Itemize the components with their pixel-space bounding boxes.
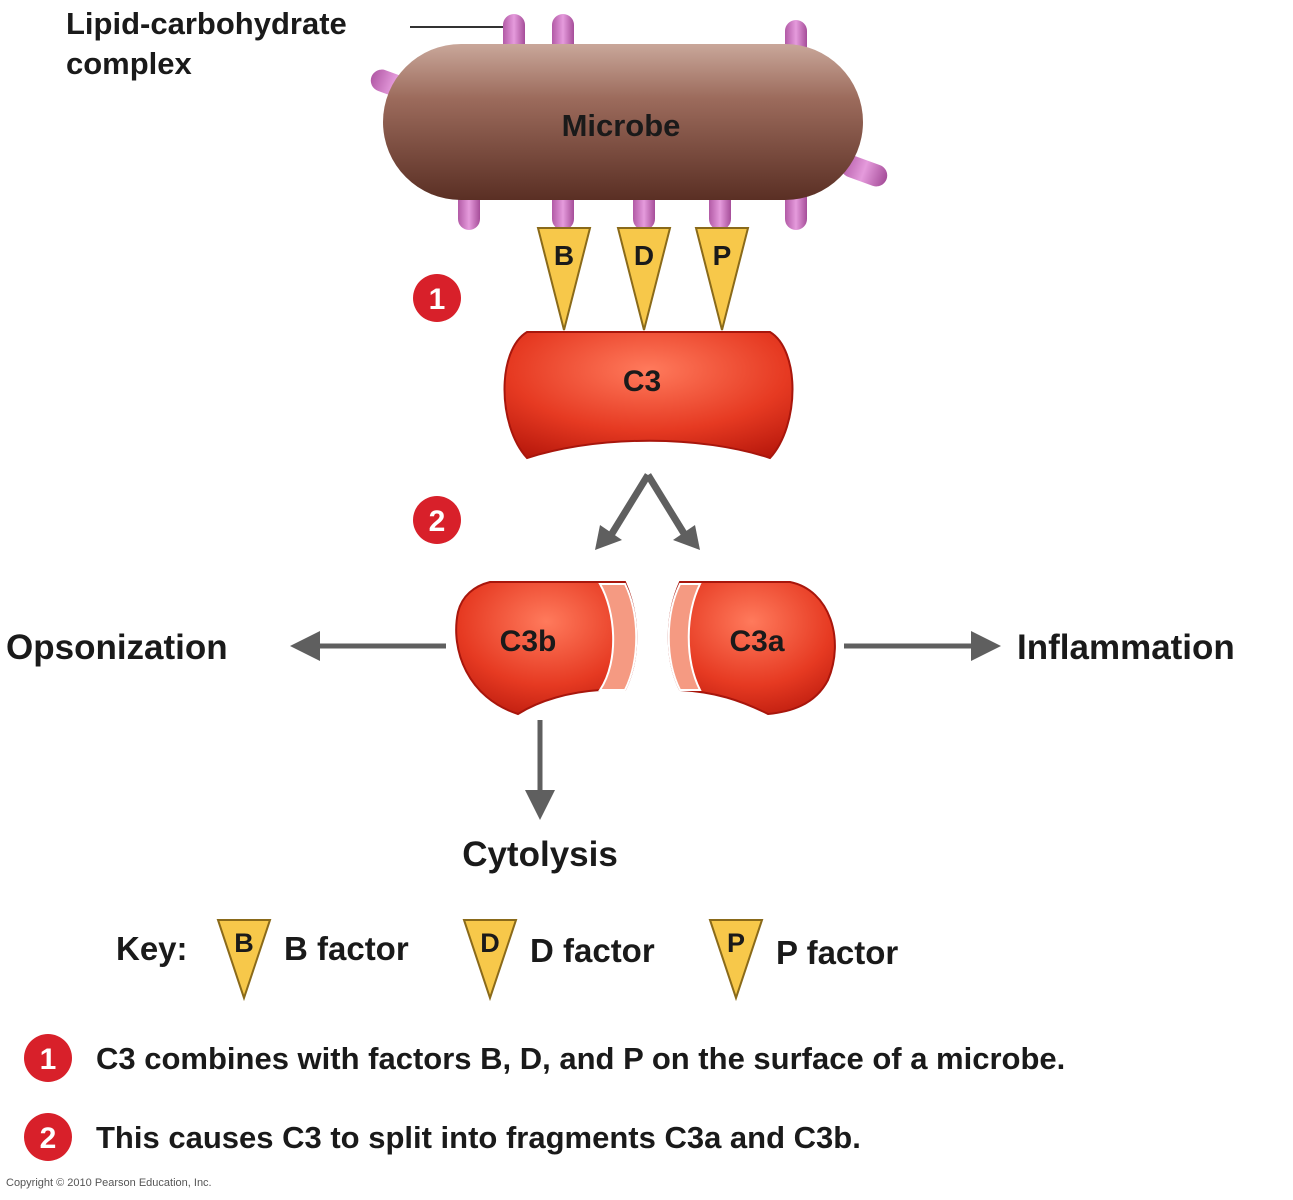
split-arrowhead-left xyxy=(595,525,622,550)
factor-p-letter: P xyxy=(713,240,732,271)
svg-text:1: 1 xyxy=(429,283,446,316)
inflammation-label: Inflammation xyxy=(1017,628,1235,667)
key-p-label: P factor xyxy=(776,934,898,971)
c3-label: C3 xyxy=(623,365,661,398)
factor-d-triangle: D xyxy=(616,227,672,331)
key-p-triangle xyxy=(708,919,764,1002)
svg-text:2: 2 xyxy=(429,505,446,538)
factor-b-triangle: B xyxy=(536,227,592,331)
key-d-label: D factor xyxy=(530,932,655,969)
key-title: Key: xyxy=(116,930,188,967)
key-item-b: B B factor xyxy=(216,919,409,1002)
lipid-carbohydrate-label-line2: complex xyxy=(66,46,193,81)
microbe xyxy=(383,44,863,200)
step-legend-1-text: C3 combines with factors B, D, and P on … xyxy=(96,1041,1065,1076)
arrowhead-opsonization xyxy=(290,631,320,661)
step-1-badge: 1 xyxy=(413,274,461,322)
svg-text:1: 1 xyxy=(40,1043,57,1076)
factor-d-letter: D xyxy=(634,240,654,271)
key-item-d: D D factor xyxy=(462,919,655,1002)
microbe-label: Microbe xyxy=(562,108,681,143)
key-item-p: P P factor xyxy=(708,919,898,1002)
step-legend-1-badge xyxy=(24,1034,72,1082)
c3-protein xyxy=(503,331,794,460)
c3a-label: C3a xyxy=(729,625,784,658)
copyright-text: Copyright © 2010 Pearson Education, Inc. xyxy=(6,1177,212,1189)
key-b-triangle xyxy=(216,919,272,1002)
step-legend-2-text: This causes C3 to split into fragments C… xyxy=(96,1120,861,1155)
opsonization-label: Opsonization xyxy=(6,628,228,667)
step-legend-1: 1 C3 combines with factors B, D, and P o… xyxy=(24,1034,1065,1082)
split-arrowhead-right xyxy=(673,525,700,550)
factor-p-triangle: P xyxy=(694,227,750,331)
c3b-label: C3b xyxy=(500,625,557,658)
split-arrows xyxy=(605,473,691,542)
step-2-badge: 2 xyxy=(413,496,461,544)
step-legend-2-badge xyxy=(24,1113,72,1161)
key-d-letter: D xyxy=(480,928,500,958)
arrowhead-inflammation xyxy=(971,631,1001,661)
step-legend-2: 2 This causes C3 to split into fragments… xyxy=(24,1113,861,1161)
c3a-fragment: C3a xyxy=(667,581,836,716)
svg-text:2: 2 xyxy=(40,1122,57,1155)
key-p-letter: P xyxy=(727,928,745,958)
c3b-fragment: C3b xyxy=(455,581,638,716)
cytolysis-label: Cytolysis xyxy=(462,835,618,874)
factor-b-letter: B xyxy=(554,240,574,271)
arrowhead-cytolysis xyxy=(525,790,555,820)
lipid-carbohydrate-label: Lipid-carbohydrate xyxy=(66,6,347,41)
key-b-letter: B xyxy=(234,928,254,958)
key-b-label: B factor xyxy=(284,930,409,967)
key-d-triangle xyxy=(462,919,518,1002)
